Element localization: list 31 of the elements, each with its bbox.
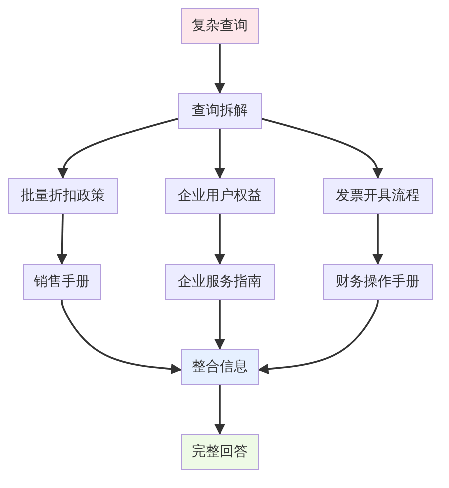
node-label: 企业用户权益 xyxy=(178,187,262,205)
arrow xyxy=(56,214,68,266)
process-box xyxy=(181,349,259,385)
node-label: 完整回答 xyxy=(192,443,248,461)
arrow xyxy=(258,300,379,375)
node-label: 企业服务指南 xyxy=(178,273,262,291)
process-box xyxy=(323,178,433,214)
arrow xyxy=(214,129,226,180)
node-label: 整合信息 xyxy=(192,358,248,376)
process-box xyxy=(8,178,118,214)
arrow xyxy=(372,214,384,266)
node-label: 复杂查询 xyxy=(192,17,248,35)
process-box xyxy=(165,178,275,214)
arrow xyxy=(214,385,226,436)
node-label: 批量折扣政策 xyxy=(21,187,105,205)
arrow xyxy=(61,300,182,375)
process-box xyxy=(181,8,259,44)
arrow xyxy=(58,118,178,180)
process-box xyxy=(165,264,275,300)
arrow xyxy=(214,214,226,266)
process-box xyxy=(181,434,259,470)
arrow xyxy=(214,44,226,94)
arrow xyxy=(214,300,226,350)
process-box xyxy=(178,93,262,129)
arrow xyxy=(262,118,384,180)
node-label: 发票开具流程 xyxy=(336,187,420,205)
node-label: 销售手册 xyxy=(34,273,90,291)
node-label: 财务操作手册 xyxy=(336,273,420,291)
process-box xyxy=(23,264,101,300)
process-box xyxy=(323,264,433,300)
node-label: 查询拆解 xyxy=(192,102,248,120)
